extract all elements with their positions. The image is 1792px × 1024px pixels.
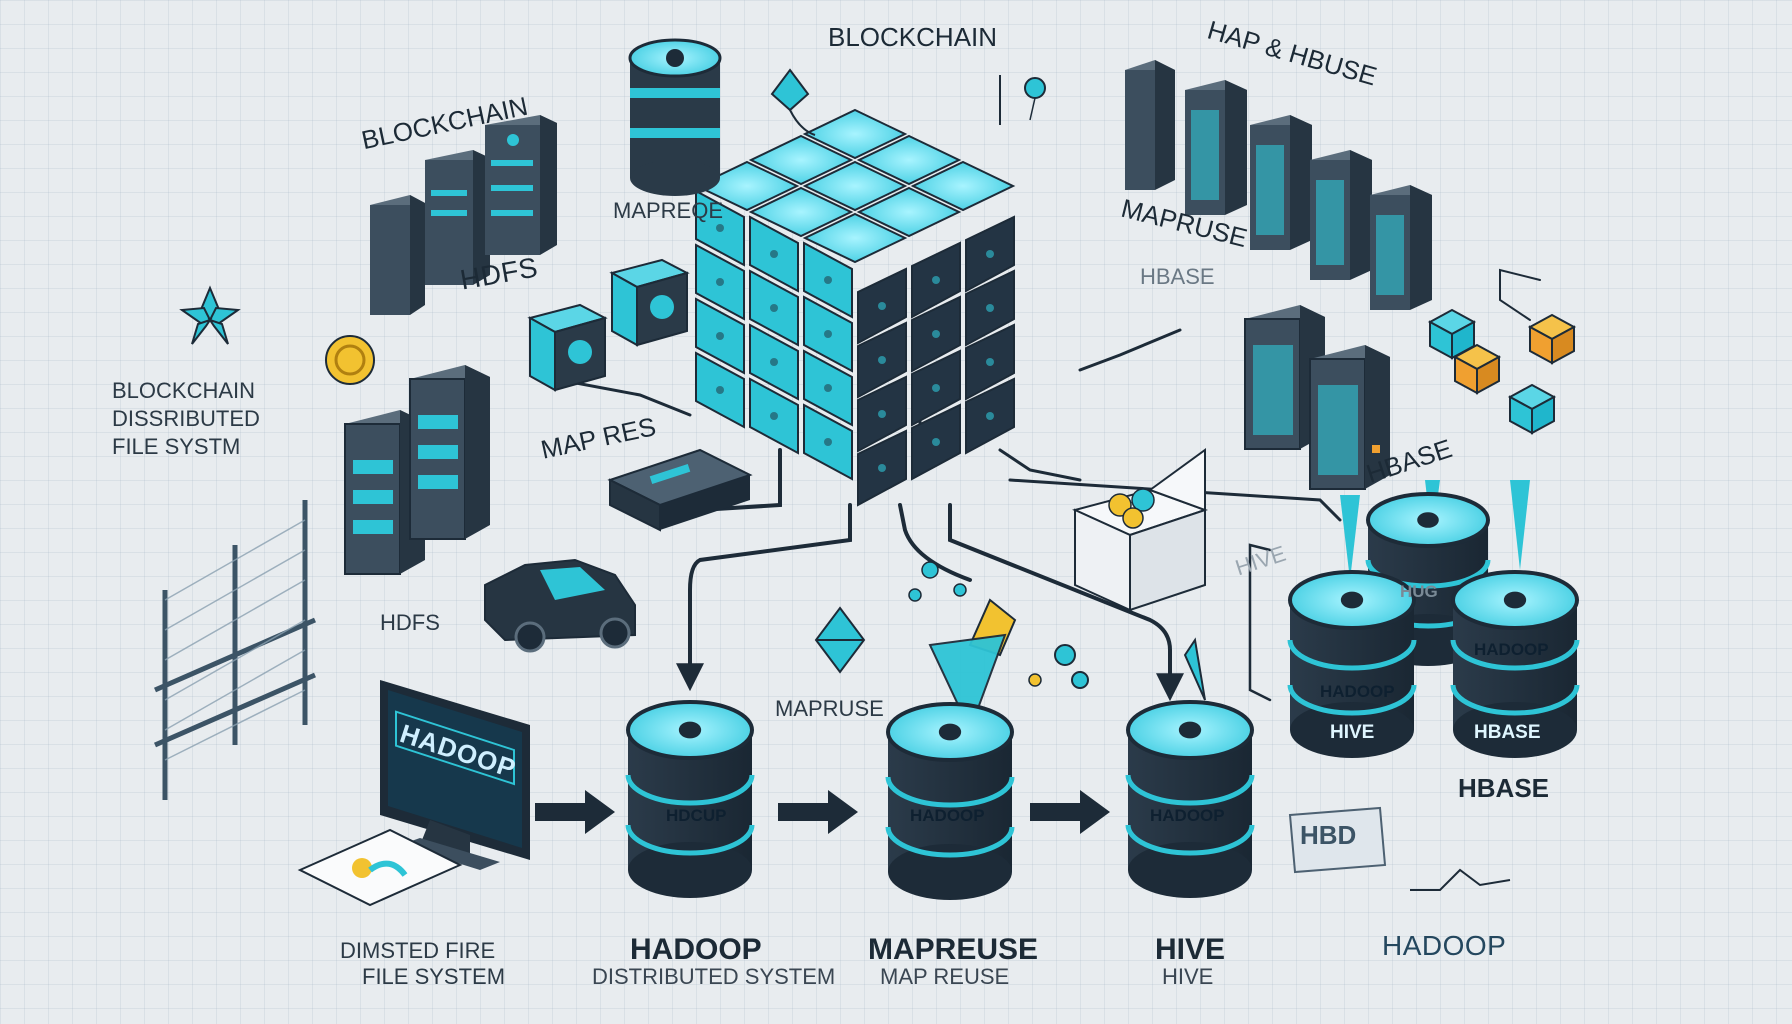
caption-mapreuse-title: MAPREUSE bbox=[868, 933, 1039, 966]
flower-icon bbox=[179, 285, 241, 345]
label-blockchain-top: BLOCKCHAIN bbox=[828, 22, 998, 52]
cube-block bbox=[803, 349, 853, 427]
database-cylinder bbox=[885, 702, 1015, 900]
caption-hive-sub: HIVE bbox=[1162, 964, 1214, 989]
hadoop-monitor bbox=[380, 680, 530, 870]
coin-icon bbox=[325, 335, 375, 385]
cube-block bbox=[910, 160, 1016, 212]
open-box bbox=[1072, 448, 1209, 612]
caption-hadoop-title: HADOOP bbox=[630, 933, 762, 966]
cube-block bbox=[803, 295, 853, 373]
label-hbase-small: HBASE bbox=[1140, 264, 1215, 289]
paper-card bbox=[297, 828, 463, 907]
label-mapruse-center: MAPRUSE bbox=[775, 696, 884, 721]
database-cylinder bbox=[1125, 700, 1255, 898]
cube-block bbox=[856, 134, 962, 186]
cube-block bbox=[965, 269, 1015, 347]
server-racks-mid-right bbox=[1244, 305, 1390, 490]
server-racks-top-right bbox=[1125, 60, 1432, 310]
label-bdfs-line1: BLOCKCHAIN bbox=[112, 378, 256, 403]
cube-block bbox=[965, 323, 1015, 401]
car-icon bbox=[484, 558, 636, 653]
cube-block bbox=[749, 323, 799, 401]
caption-dfs-sub: FILE SYSTEM bbox=[362, 964, 506, 989]
hbd-badge bbox=[1288, 806, 1387, 874]
cube-block bbox=[911, 295, 961, 373]
cube-block bbox=[802, 108, 908, 160]
cube-block bbox=[857, 429, 907, 507]
flow-arrows bbox=[535, 790, 1110, 834]
cube-block bbox=[695, 189, 745, 267]
caption-mapreuse-sub: MAP REUSE bbox=[880, 964, 1010, 989]
cube-block bbox=[856, 186, 962, 238]
pointer-cones bbox=[928, 480, 1530, 733]
label-hbase-pile: HBASE bbox=[1458, 773, 1550, 803]
cube-block bbox=[749, 269, 799, 347]
cluster-back-label: HUG bbox=[1400, 582, 1438, 601]
small-cubes-right bbox=[1427, 308, 1577, 435]
cube-block bbox=[857, 267, 907, 345]
server-racks-middle-left bbox=[344, 365, 490, 575]
label-mapreqe: MAPREQE bbox=[613, 198, 724, 223]
cylinder-row bbox=[625, 700, 1255, 900]
cube-block bbox=[802, 212, 908, 264]
central-block-cube bbox=[694, 108, 1016, 507]
caption-dfs-title: DIMSTED FIRE bbox=[340, 938, 496, 963]
cluster-label-2-top: HADOOP bbox=[1474, 640, 1549, 659]
cylinder-label-3: HADOOP bbox=[1150, 806, 1225, 825]
connector-lines bbox=[538, 268, 1541, 702]
cube-block bbox=[695, 297, 745, 375]
cube-block bbox=[749, 377, 799, 455]
label-hbd-badge: HBD bbox=[1300, 820, 1357, 850]
database-cylinder bbox=[625, 700, 755, 898]
caption-hadoop-sub: DISTRIBUTED SYSTEM bbox=[592, 964, 836, 989]
caption-hive-title: HIVE bbox=[1155, 933, 1226, 966]
cylinder-cluster bbox=[1287, 492, 1580, 758]
cube-block bbox=[803, 403, 853, 481]
cube-block bbox=[965, 377, 1015, 455]
balloon-icons bbox=[999, 75, 1046, 125]
cluster-label-2-bottom: HBASE bbox=[1474, 722, 1541, 743]
cube-block bbox=[965, 215, 1015, 293]
floating-shapes bbox=[814, 561, 1089, 689]
cube-block bbox=[911, 403, 961, 481]
label-hadoop-right: HADOOP bbox=[1382, 930, 1507, 961]
cube-block bbox=[749, 215, 799, 293]
cube-block bbox=[911, 241, 961, 319]
chain-fence bbox=[153, 500, 317, 800]
cube-block bbox=[748, 134, 854, 186]
server-racks-top-left bbox=[370, 115, 557, 315]
cube-block bbox=[911, 349, 961, 427]
cube-block bbox=[695, 351, 745, 429]
cluster-label-1-top: HADOOP bbox=[1320, 682, 1395, 701]
cube-block bbox=[695, 243, 745, 321]
cube-block bbox=[857, 321, 907, 399]
label-bdfs-line3: FILE SYSTM bbox=[112, 434, 241, 459]
cube-block bbox=[857, 375, 907, 453]
label-hdfs-mid: HDFS bbox=[380, 610, 440, 635]
database-cylinder bbox=[1450, 570, 1580, 758]
cylinder-label-2: HADOOP bbox=[910, 806, 985, 825]
label-bdfs-line2: DISSRIBUTED bbox=[112, 406, 260, 431]
cube-block bbox=[803, 241, 853, 319]
cube-block bbox=[802, 160, 908, 212]
kite-icon bbox=[770, 68, 816, 136]
router-device bbox=[607, 448, 753, 532]
cube-block bbox=[748, 186, 854, 238]
cylinder-label-1: HDCUP bbox=[666, 806, 727, 825]
cluster-label-1-bottom: HIVE bbox=[1330, 722, 1375, 743]
database-top bbox=[628, 38, 722, 196]
database-cylinder bbox=[1287, 570, 1417, 758]
small-cubes-left bbox=[527, 258, 690, 392]
